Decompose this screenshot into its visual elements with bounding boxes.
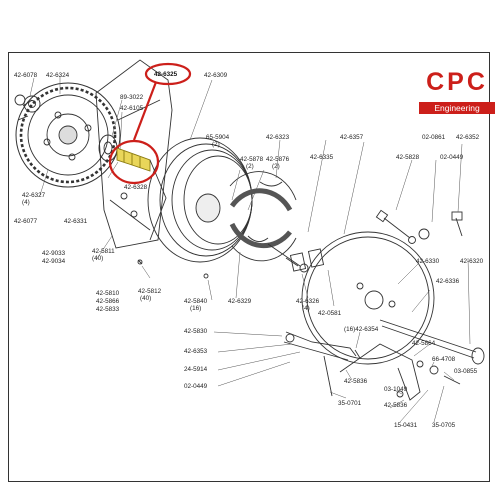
part-label-highlighted: 42-6325 [154,71,178,78]
backing-plate [301,231,435,365]
highlight-part-circle [108,139,160,185]
part-label: 42-6327 [22,192,46,199]
part-label: 42-5876 [266,156,290,163]
part-label: 03-1049 [384,386,408,393]
part-label: 02-0861 [422,134,446,141]
part-label: 42-6328 [124,184,148,191]
part-label: 42-5828 [396,154,420,161]
part-label-quantity: (2) [246,163,254,170]
highlight-label-circle [144,62,192,86]
highlight-connector-line [132,81,158,141]
part-label-quantity: (4) [22,199,30,206]
part-label: 24-5914 [184,366,208,373]
leader-lines [29,76,471,423]
rear-sprocket-with-chain [15,82,121,188]
part-label: 42-6320 [460,258,484,265]
part-label: 42-6336 [436,278,460,285]
part-label: 42-9033 [42,250,66,257]
part-label: 42-6077 [14,218,38,225]
part-label: 42-5836 [384,402,408,409]
part-label: 42-5840 [184,298,208,305]
fasteners [323,209,463,397]
part-label: 42-6323 [266,134,290,141]
part-label-quantity: (2) [272,163,280,170]
part-label: 42-6357 [340,134,364,141]
part-label-quantity: (40) [92,255,104,262]
diagram-frame [8,52,490,482]
part-label: 42-5830 [184,328,208,335]
part-label: 42-6105 [120,105,144,112]
part-label: 66-4708 [432,356,456,363]
part-label: 42-6329 [228,298,252,305]
cpc-engineering-logo: CPC Engineering [419,68,495,120]
logo-wordmark: CPC [426,68,488,96]
part-label: 35-0701 [338,400,362,407]
part-label: 42-5812 [138,288,162,295]
part-label: 42-0581 [318,310,342,317]
part-label: 42-5833 [96,306,120,313]
part-label-quantity: (2) [212,141,220,148]
part-label: 42-6326 [296,298,320,305]
part-label: 42-6335 [310,154,334,161]
part-label: 42-6330 [416,258,440,265]
part-label: 42-6078 [14,72,38,79]
highlight-markers [108,62,192,185]
part-label: 42-6352 [456,134,480,141]
part-label: 42-9034 [42,258,66,265]
cam-lever-linkage [283,331,421,401]
part-label: 42-5811 [92,248,115,255]
part-label: 03-0855 [454,368,478,375]
part-label: (16)42-6354 [344,326,379,333]
part-label: 02-0449 [184,383,208,390]
part-label: 42-5864 [412,340,436,347]
part-label: 42-5866 [96,298,120,305]
logo-tagline: Engineering [419,102,495,114]
part-label: 15-0431 [394,422,418,429]
part-label: 42-5878 [240,156,264,163]
part-label: 42-6309 [204,72,228,79]
sprocket-nut [14,94,41,113]
highlighted-axle-sleeve [116,147,151,172]
part-label: 42-5836 [344,378,368,385]
part-label: 89-3022 [120,94,144,101]
shoe-bolts [267,243,309,273]
part-label: 42-6324 [46,72,70,79]
brake-shoes [229,171,297,262]
part-label: 65-5904 [206,134,230,141]
part-label: 42-6331 [64,218,88,225]
part-label: 02-0449 [440,154,464,161]
part-label-quantity: (4) [302,305,310,312]
part-label-quantity: (16) [190,305,202,312]
part-label-quantity: (40) [140,295,152,302]
part-label: 42-6353 [184,348,208,355]
part-label: 42-5810 [96,290,120,297]
brake-lever-rod [379,319,485,365]
part-label: 35-0705 [432,422,456,429]
misc-small-parts [137,248,325,279]
